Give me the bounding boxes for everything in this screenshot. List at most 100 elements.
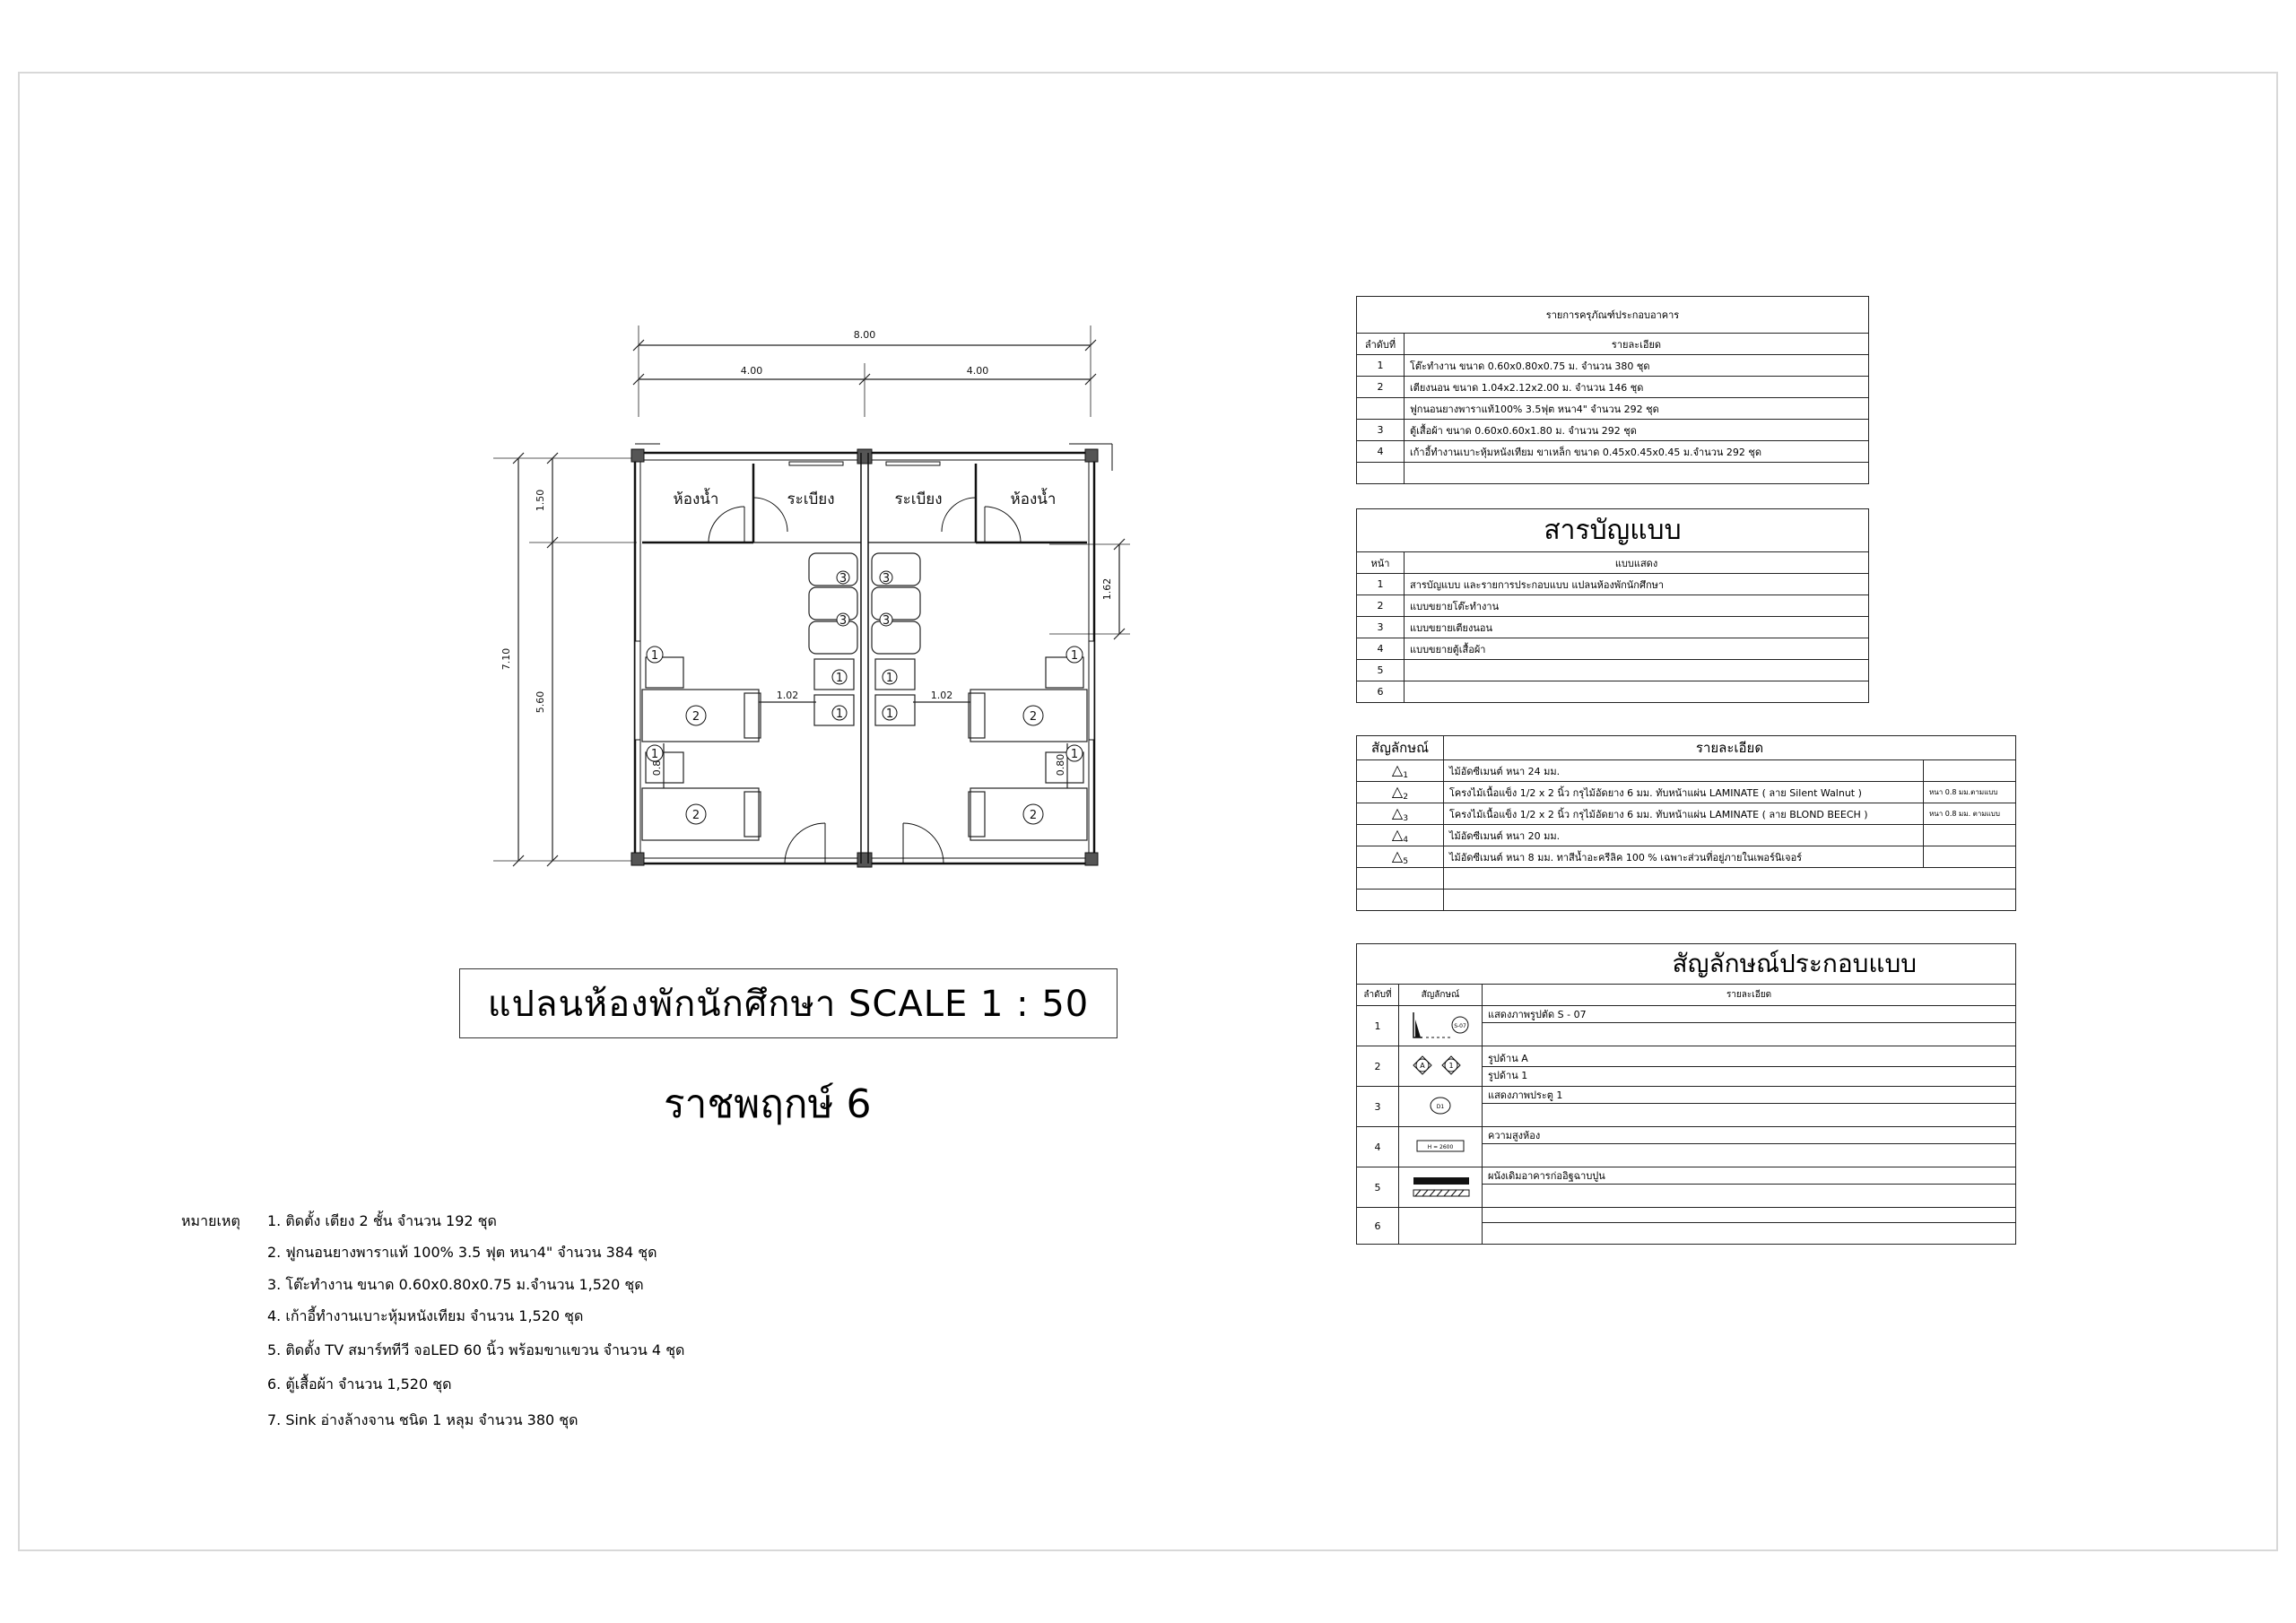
icon-label: S-07: [1454, 1023, 1466, 1029]
table-cell: ฟูกนอนยางพาราแท้100% 3.5ฟุต หนา4" จำนวน …: [1404, 397, 1869, 420]
material-triangle-icon: △5: [1356, 846, 1444, 868]
col-header-page: หน้า: [1356, 551, 1405, 574]
masonry-wall-icon: [1398, 1167, 1483, 1208]
col-header-detail: รายละเอียด: [1482, 984, 2016, 1006]
table-cell: [1356, 397, 1405, 420]
table-cell: เก้าอี้ทำงานเบาะหุ้มหนังเทียม ขาเหล็ก ขน…: [1404, 440, 1869, 463]
furniture-tag: 1: [836, 672, 843, 685]
plan-title-box: แปลนห้องพักนักศึกษา SCALE 1 : 50: [459, 968, 1118, 1038]
furniture-tag: 1: [1071, 649, 1078, 663]
legend-detail: [1483, 1022, 2015, 1037]
table-cell: [1356, 889, 1444, 911]
table-cell: [1404, 681, 1869, 703]
note-item: 3. โต๊ะทำงาน ขนาด 0.60x0.80x0.75 ม.จำนวน…: [267, 1276, 644, 1293]
table-cell: 6: [1356, 681, 1405, 703]
note-item: 1. ติดตั้ง เตียง 2 ชั้น จำนวน 192 ชุด: [267, 1212, 497, 1229]
table-cell: 1: [1356, 1005, 1399, 1046]
table-cell: [1923, 759, 2016, 782]
table-cell: ไม้อัดซีเมนต์ หนา 20 มม.: [1443, 824, 1924, 846]
furniture-tag: 1: [836, 707, 843, 721]
note-item: 5. ติดตั้ง TV สมาร์ททีวี จอLED 60 นิ้ว พ…: [267, 1341, 685, 1358]
material-triangle-icon: △4: [1356, 824, 1444, 846]
table-cell: 4: [1356, 638, 1405, 660]
table-cell: 3: [1356, 1086, 1399, 1127]
table-cell: แบบขยายตู้เสื้อผ้า: [1404, 638, 1869, 660]
table-cell: [1356, 867, 1444, 890]
furniture-tag: 2: [692, 710, 700, 724]
icon-label: D1: [1437, 1104, 1445, 1110]
dim-desk-gap-left: 1.02: [777, 690, 799, 701]
dim-total-depth: 7.10: [500, 648, 512, 671]
col-header-detail: รายละเอียด: [1404, 333, 1869, 355]
icon-label: A: [1420, 1062, 1425, 1070]
col-header-detail: แบบแสดง: [1404, 551, 1869, 574]
furniture-tag: 2: [1030, 710, 1037, 724]
notes-label: หมายเหตุ: [181, 1212, 240, 1229]
legend-detail: [1483, 1103, 2015, 1118]
label-bathroom-left: ห้องน้ำ: [674, 488, 719, 508]
furniture-tag: 3: [883, 572, 890, 586]
legend-detail: [1483, 1222, 2015, 1237]
dim-room-depth: 5.60: [535, 691, 546, 714]
note-item: 2. ฟูกนอนยางพาราแท้ 100% 3.5 ฟุต หนา4" จ…: [267, 1244, 657, 1261]
dim-desk-gap-right: 1.02: [931, 690, 953, 701]
symbol-number: 5: [1403, 856, 1409, 867]
floor-plan: 8.00 4.00 4.00 7.10 1.50 5.60 1.62 1.62 …: [493, 325, 1130, 868]
col-header-detail: รายละเอียด: [1443, 735, 2016, 760]
furniture-tag: 2: [692, 809, 700, 822]
material-triangle-icon: △1: [1356, 759, 1444, 782]
col-header-symbol: สัญลักษณ์: [1398, 984, 1483, 1006]
note-item: 4. เก้าอี้ทำงานเบาะหุ้มหนังเทียม จำนวน 1…: [267, 1307, 584, 1324]
table-cell: [1443, 867, 2016, 890]
symbol-number: 3: [1403, 813, 1409, 824]
table-cell: [1356, 462, 1405, 484]
table-cell: ไม้อัดซีเมนต์ หนา 24 มม.: [1443, 759, 1924, 782]
col-header-symbol: สัญลักษณ์: [1356, 735, 1444, 760]
table-cell: สารบัญแบบ และรายการประกอบแบบ แปลนห้องพัก…: [1404, 573, 1869, 595]
symbol-number: 2: [1403, 792, 1409, 803]
room-height-icon: H = 2600: [1398, 1126, 1483, 1167]
furniture-tag: 1: [651, 748, 658, 761]
table-cell: [1443, 889, 2016, 911]
table-cell: 5: [1356, 1167, 1399, 1208]
furniture-tag: 3: [839, 614, 847, 628]
legend-detail: แสดงภาพประตู 1: [1488, 1089, 1563, 1101]
table-cell: [1923, 846, 2016, 868]
material-triangle-icon: △3: [1356, 803, 1444, 825]
furniture-tag: 3: [883, 614, 890, 628]
legend-detail: [1483, 1184, 2015, 1199]
table-cell: โครงไม้เนื้อแข็ง 1/2 x 2 นิ้ว กรุไม้อัดย…: [1443, 803, 1924, 825]
table-cell: 1: [1356, 573, 1405, 595]
table-cell: 4: [1356, 1126, 1399, 1167]
drawing-sheet-border: [18, 72, 2278, 1551]
col-header-no: ลำดับที่: [1356, 333, 1405, 355]
furniture-tag: 2: [1030, 809, 1037, 822]
label-balcony-right: ระเบียง: [894, 490, 942, 508]
symbol-number: 1: [1403, 770, 1409, 781]
material-triangle-icon: △2: [1356, 781, 1444, 803]
table-cell: แบบขยายโต๊ะทำงาน: [1404, 595, 1869, 617]
table-cell: ไม้อัดซีเมนต์ หนา 8 มม. ทาสีน้ำอะครีลิค …: [1443, 846, 1924, 868]
col-header-no: ลำดับที่: [1356, 984, 1399, 1006]
dim-half-left: 4.00: [741, 365, 763, 377]
furniture-tag: 1: [651, 649, 658, 663]
furniture-tag: 1: [1071, 748, 1078, 761]
svg-text:1: 1: [1448, 1062, 1453, 1070]
table-cell: [1398, 1207, 1483, 1245]
table-cell: 2: [1356, 1046, 1399, 1087]
label-balcony-left: ระเบียง: [787, 490, 834, 508]
note-item: 7. Sink อ่างล้างจาน ชนิด 1 หลุม จำนวน 38…: [267, 1411, 578, 1428]
legend-table: สัญลักษณ์ประกอบแบบ ลำดับที่ สัญลักษณ์ รา…: [1356, 943, 2016, 1245]
table-cell: เตียงนอน ขนาด 1.04x2.12x2.00 ม. จำนวน 14…: [1404, 376, 1869, 398]
legend-detail: ความสูงห้อง: [1488, 1130, 1541, 1141]
legend-detail: รูปด้าน A: [1488, 1052, 1528, 1064]
dim-half-right: 4.00: [967, 365, 989, 377]
table-cell: [1404, 659, 1869, 681]
table-cell: 1: [1356, 354, 1405, 377]
dim-total-width: 8.00: [854, 329, 876, 341]
legend-detail: [1483, 1143, 2015, 1159]
section-mark-icon: S-07: [1398, 1005, 1483, 1046]
